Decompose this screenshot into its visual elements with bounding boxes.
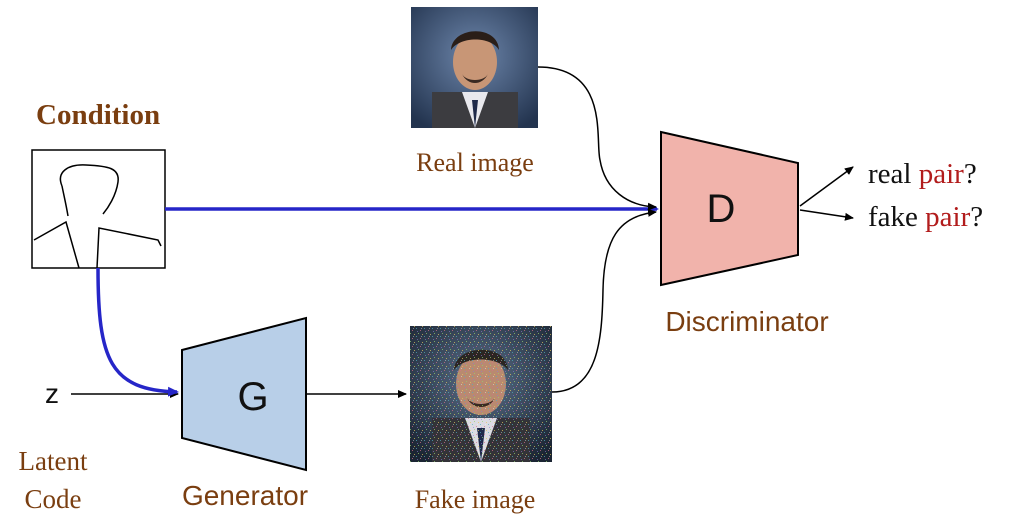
generator-symbol: G (237, 375, 268, 419)
discriminator-label: Discriminator (665, 306, 828, 337)
real-image-label: Real image (416, 148, 534, 177)
arrow-out-fake (799, 209, 854, 221)
latent-code-line2: Code (25, 484, 82, 514)
latent-code-line1: Latent (19, 446, 88, 476)
condition-label: Condition (36, 99, 160, 131)
output-real-pair-word: pair (919, 158, 964, 190)
latent-z: z (45, 378, 59, 409)
arrow-real-to-discriminator (537, 66, 657, 211)
output-fake-word: fake (868, 201, 925, 233)
condition-sketch (31, 149, 166, 269)
generator-label: Generator (182, 480, 308, 511)
arrow-condition-to-generator (96, 267, 179, 397)
discriminator-block (660, 130, 799, 287)
discriminator-symbol: D (707, 187, 736, 231)
output-fake-pair-word: pair (925, 201, 970, 233)
fake-image-label: Fake image (415, 485, 536, 514)
output-real-word: real (868, 158, 919, 190)
real-image (411, 7, 538, 128)
arrow-out-real (799, 166, 854, 207)
output-real-pair: real pair? (868, 158, 977, 190)
output-fake-q: ? (970, 201, 983, 233)
output-real-q: ? (964, 158, 977, 190)
arrow-fake-to-discriminator (551, 208, 657, 393)
output-fake-pair: fake pair? (868, 201, 983, 233)
fake-image (410, 326, 552, 462)
generator-block (181, 316, 307, 472)
